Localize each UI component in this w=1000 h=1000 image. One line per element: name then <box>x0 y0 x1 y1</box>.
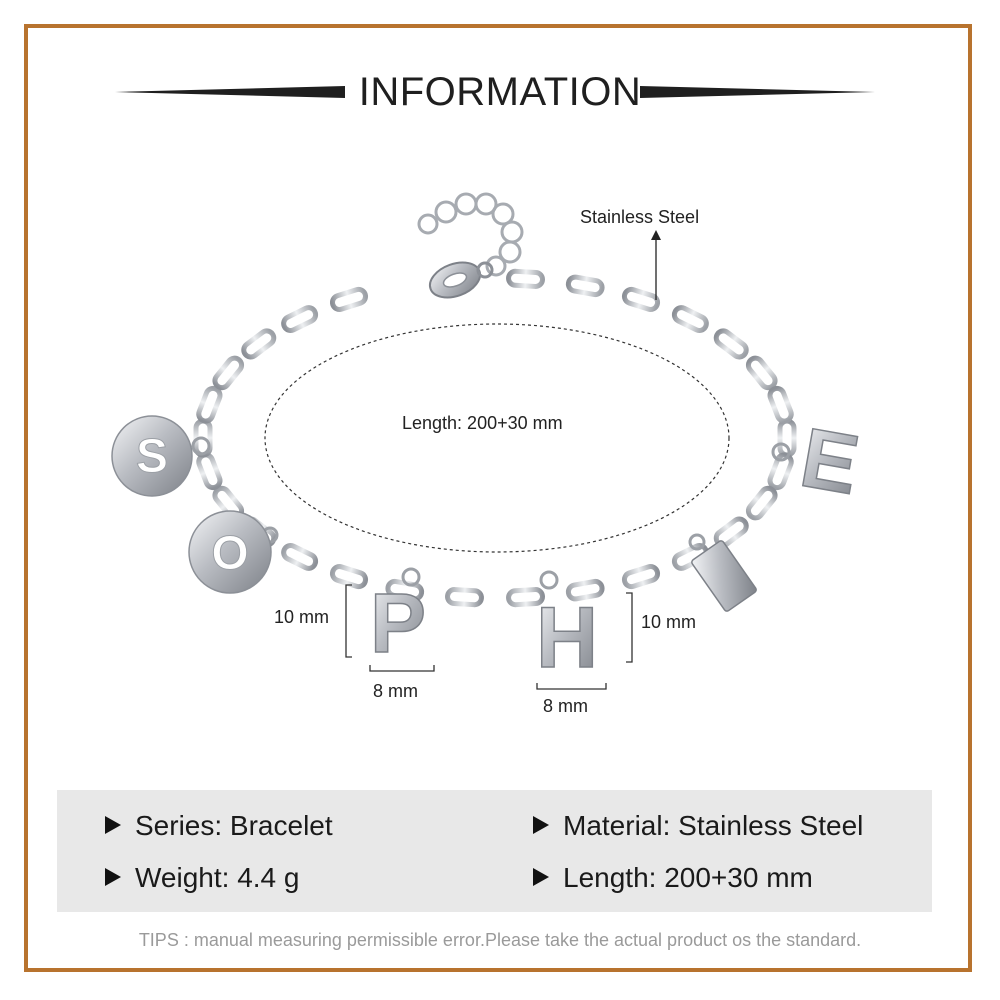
spec-length: Length: 200+30 mm <box>533 862 813 894</box>
chain-link <box>196 452 223 491</box>
h-height-label: 10 mm <box>641 612 697 632</box>
chain-link <box>444 587 484 608</box>
triangle-bullet-icon <box>533 867 549 886</box>
spec-series-text: Series: Bracelet <box>135 810 333 841</box>
material-label: Stainless Steel <box>580 207 700 227</box>
inner-dashed-ellipse <box>264 323 730 553</box>
spec-length-text: Length: 200+30 mm <box>563 862 813 893</box>
triangle-bullet-icon <box>105 815 121 834</box>
chain-link <box>329 286 369 312</box>
letter-e: E <box>794 410 866 512</box>
chain-link <box>281 542 319 571</box>
length-label: Length: 200+30 mm <box>402 413 563 433</box>
right-title-rule <box>640 86 875 98</box>
p-height-bracket <box>345 584 352 658</box>
letter-h: H <box>536 590 598 686</box>
chain-link <box>745 355 778 391</box>
triangle-bullet-icon <box>533 815 549 834</box>
chain-link <box>777 418 797 458</box>
chain-link <box>621 564 661 590</box>
bracelet-illustration: S O P H I E <box>111 192 866 690</box>
left-title-rule <box>115 86 345 98</box>
chain-link <box>621 286 661 312</box>
chain-link <box>241 328 277 360</box>
chain-link <box>329 564 369 590</box>
pendant-i: I <box>688 533 757 612</box>
spec-series: Series: Bracelet <box>105 810 333 842</box>
spec-panel: Series: Bracelet Weight: 4.4 g Material:… <box>57 790 932 912</box>
material-pointer <box>651 230 661 300</box>
chain-link <box>745 485 778 521</box>
title-rules <box>115 86 875 98</box>
chain-link <box>565 578 605 602</box>
spec-material-text: Material: Stainless Steel <box>563 810 864 841</box>
border-frame <box>24 24 972 972</box>
h-width-bracket <box>536 683 607 690</box>
h-height-bracket <box>626 592 633 663</box>
lobster-clasp <box>428 261 494 299</box>
page-title: INFORMATION <box>358 70 642 114</box>
chain-link <box>565 274 605 298</box>
letter-p: P <box>370 576 426 670</box>
chain-link <box>671 305 709 334</box>
letter-o: O <box>211 527 248 580</box>
chain-link <box>212 355 245 391</box>
p-width-bracket <box>369 665 435 672</box>
p-height-label: 10 mm <box>274 607 330 627</box>
p-width-label: 8 mm <box>373 681 418 701</box>
spec-weight: Weight: 4.4 g <box>105 862 299 894</box>
chain-link <box>767 385 794 424</box>
pendant-o: O <box>188 510 279 594</box>
pendant-h: H <box>535 570 599 687</box>
triangle-bullet-icon <box>105 867 121 886</box>
spec-material: Material: Stainless Steel <box>533 810 863 842</box>
spec-weight-text: Weight: 4.4 g <box>135 862 300 893</box>
chain-link <box>506 587 546 608</box>
h-width-label: 8 mm <box>543 696 588 716</box>
pendant-e: E <box>771 409 866 513</box>
chain-link <box>506 268 546 289</box>
chain-link <box>713 328 749 360</box>
header: INFORMATION <box>0 66 1000 118</box>
chain-link <box>281 305 319 334</box>
chain-link <box>767 452 794 491</box>
extender-chain <box>417 192 524 277</box>
letter-s: S <box>136 430 168 483</box>
chain-link <box>196 385 223 424</box>
tips-note: TIPS : manual measuring permissible erro… <box>138 930 862 950</box>
pendant-p: P <box>369 567 427 671</box>
pendant-s: S <box>111 415 211 497</box>
